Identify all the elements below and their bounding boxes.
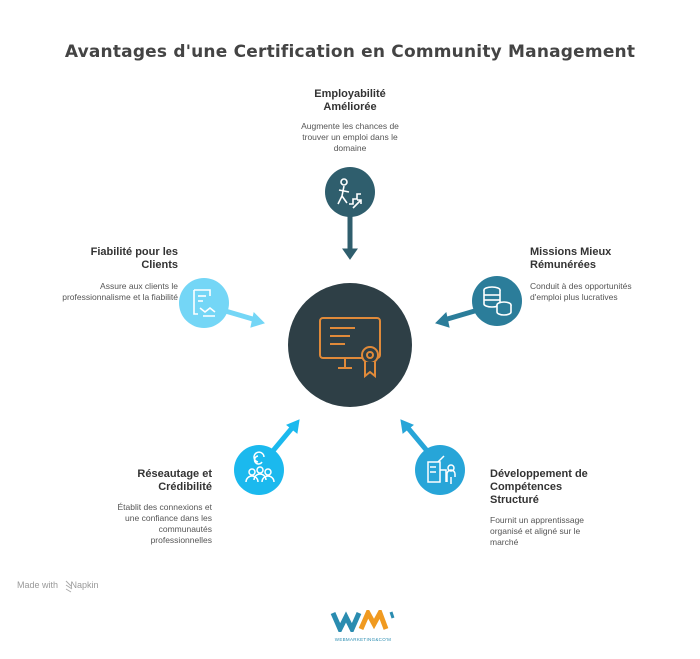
arrows — [221, 215, 479, 454]
center-circle — [288, 283, 412, 407]
logo-text: WEBMARKETING&CO'M — [334, 637, 392, 642]
node-title-developpement: Développement de Compétences Structuré — [490, 468, 588, 506]
arrow-top — [342, 215, 358, 260]
node-desc-developpement: Fournit un apprentissage organisé et ali… — [490, 515, 585, 547]
node-title-reseautage: Réseautage et Crédibilité — [137, 468, 212, 493]
arrow-right — [435, 307, 479, 328]
arrow-left — [221, 307, 265, 328]
climbing-stairs-icon — [337, 178, 362, 209]
node-circle-bottom-left — [234, 445, 284, 495]
building-person-icon — [427, 455, 456, 484]
node-desc-missions: Conduit à des opportunités d'emploi plus… — [530, 281, 632, 302]
made-with-label: Made with — [17, 580, 59, 590]
network-people-icon — [245, 451, 275, 483]
contract-handshake-icon — [193, 289, 216, 317]
page-title: Avantages d'une Certification en Communi… — [64, 42, 636, 62]
arrow-bottom-left — [270, 419, 300, 454]
node-circle-bottom-right — [415, 445, 465, 495]
node-title-employabilite: Employabilité Améliorée — [314, 88, 386, 113]
node-title-missions: Missions Mieux Rémunérées — [530, 246, 612, 271]
made-with-napkin: Made with Napkin — [17, 580, 99, 590]
node-circle-right — [472, 276, 522, 326]
node-circle-left — [179, 278, 229, 328]
webmarketing-logo: WEBMARKETING&CO'M — [328, 607, 398, 642]
node-circle-top — [325, 167, 375, 217]
napkin-logo-icon — [65, 580, 73, 593]
coins-icon — [483, 286, 512, 316]
node-desc-reseautage: Établit des connexions et une confiance … — [117, 502, 212, 545]
node-title-fiabilite: Fiabilité pour les Clients — [90, 246, 178, 271]
certificate-icon — [319, 317, 381, 379]
wm-logo-icon — [330, 607, 395, 635]
node-desc-fiabilite: Assure aux clients le professionnalisme … — [62, 281, 178, 302]
napkin-brand: Napkin — [70, 580, 99, 590]
arrow-bottom-right — [400, 419, 430, 454]
node-desc-employabilite: Augmente les chances de trouver un emplo… — [301, 121, 399, 153]
